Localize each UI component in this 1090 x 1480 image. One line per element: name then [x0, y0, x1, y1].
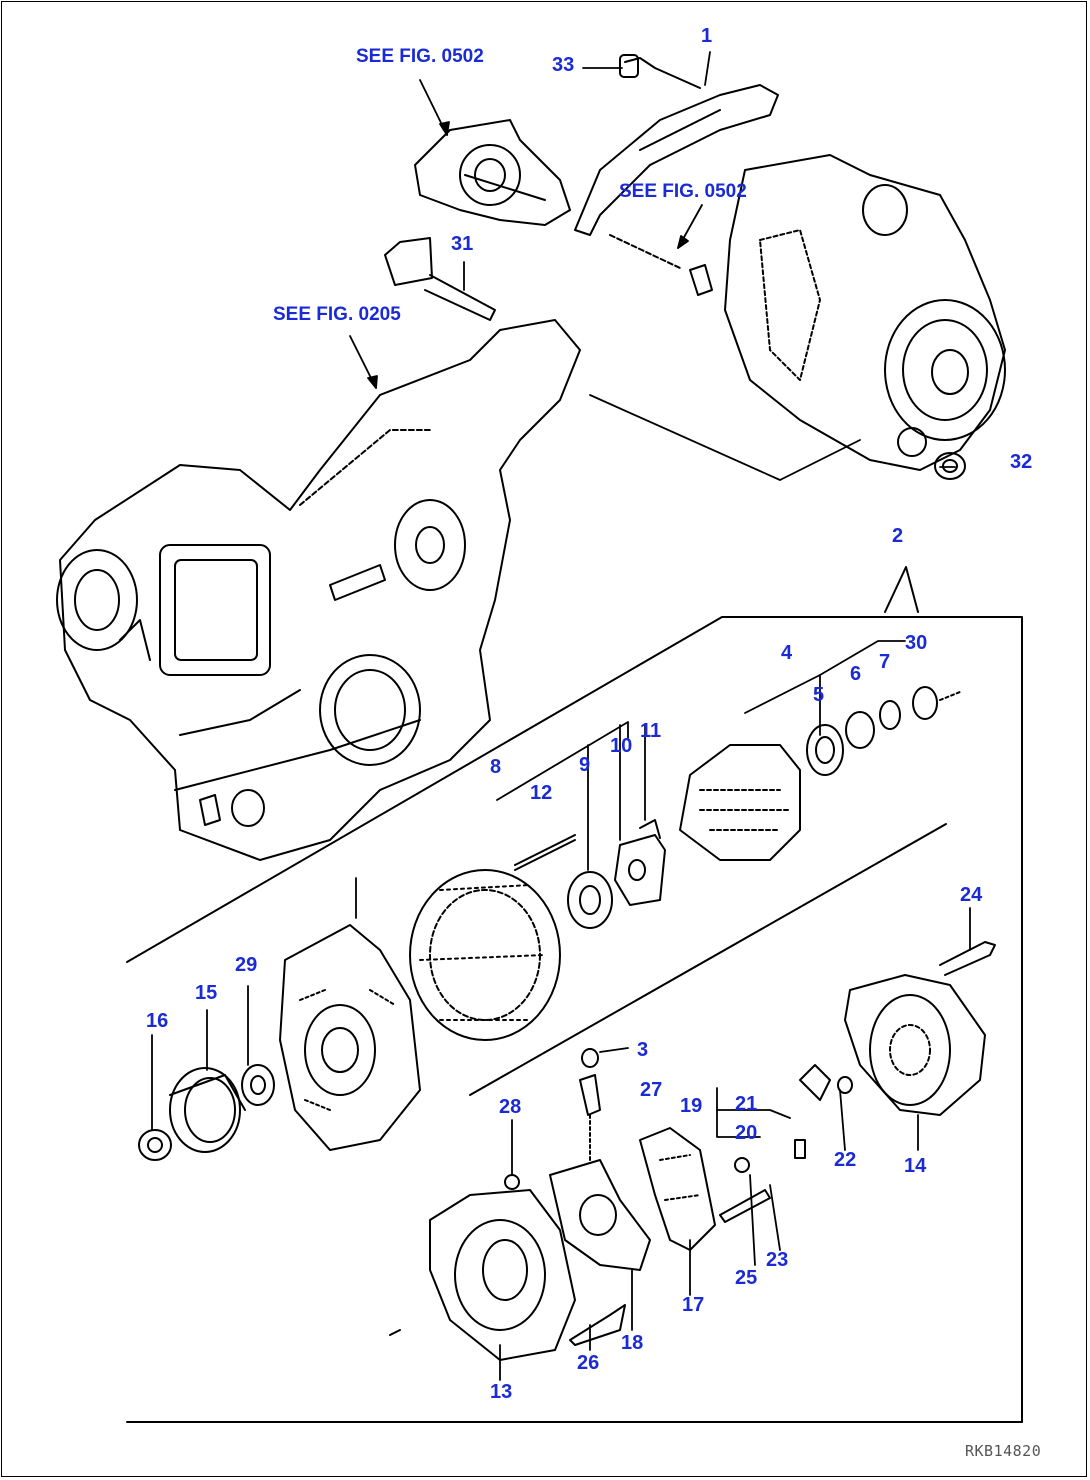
rear-cover-14 [844, 941, 996, 1116]
assembly-2-boundary [126, 566, 1023, 1423]
callout-5[interactable]: 5 [813, 684, 825, 706]
callout-22[interactable]: 22 [834, 1149, 857, 1171]
water-pump-housing [414, 119, 571, 226]
callout-14[interactable]: 14 [904, 1155, 927, 1177]
regulator-17 [639, 1127, 716, 1251]
callout-33[interactable]: 33 [552, 54, 575, 76]
callout-13[interactable]: 13 [490, 1381, 513, 1403]
callout-16[interactable]: 16 [146, 1010, 169, 1032]
callout-1[interactable]: 1 [701, 25, 713, 47]
bolt-23-25 [719, 1157, 771, 1223]
callout-11[interactable]: 11 [640, 720, 662, 742]
callout-10[interactable]: 10 [610, 735, 633, 757]
rear-bracket-group [514, 686, 961, 929]
gear-case [56, 319, 581, 861]
rectifier-18 [549, 1048, 651, 1271]
callout-6[interactable]: 6 [850, 663, 862, 685]
callout-32[interactable]: 32 [1010, 451, 1033, 473]
front-housing-13 [429, 1174, 576, 1361]
callout-20[interactable]: 20 [735, 1122, 758, 1144]
callout-31[interactable]: 31 [451, 233, 474, 255]
bearing-29 [241, 1064, 275, 1106]
see-fig-0502-mid[interactable]: SEE FIG. 0502 [619, 181, 747, 202]
see-fig-0502-top[interactable]: SEE FIG. 0502 [356, 46, 484, 67]
callout-2[interactable]: 2 [892, 525, 904, 547]
bolt-26 [569, 1304, 626, 1346]
drawing-code: RKB14820 [965, 1442, 1042, 1460]
callout-3[interactable]: 3 [637, 1039, 649, 1061]
callout-24[interactable]: 24 [960, 884, 983, 906]
callout-28[interactable]: 28 [499, 1096, 522, 1118]
callout-25[interactable]: 25 [735, 1267, 758, 1289]
callout-4[interactable]: 4 [781, 642, 793, 664]
nut-16 [138, 1129, 172, 1161]
bolt-31 [384, 237, 496, 321]
pulley-15 [169, 1067, 246, 1153]
callout-12[interactable]: 12 [530, 782, 553, 804]
callout-30[interactable]: 30 [905, 632, 928, 654]
callout-29[interactable]: 29 [235, 954, 258, 976]
callout-7[interactable]: 7 [879, 651, 891, 673]
leader-lines [151, 51, 971, 1381]
callout-23[interactable]: 23 [766, 1249, 789, 1271]
callout-8[interactable]: 8 [490, 756, 502, 778]
callout-26[interactable]: 26 [577, 1352, 600, 1374]
callout-19[interactable]: 19 [680, 1095, 703, 1117]
callout-17[interactable]: 17 [682, 1294, 705, 1316]
stator-rotor [409, 869, 561, 1041]
callout-9[interactable]: 9 [579, 754, 591, 776]
front-bracket [279, 924, 421, 1151]
see-fig-0205[interactable]: SEE FIG. 0205 [273, 304, 401, 325]
callout-27[interactable]: 27 [640, 1079, 663, 1101]
callout-21[interactable]: 21 [735, 1093, 758, 1115]
callout-15[interactable]: 15 [195, 982, 218, 1004]
alternator-assembly [574, 54, 1006, 480]
callout-18[interactable]: 18 [621, 1332, 644, 1354]
brush-parts [794, 1064, 853, 1159]
